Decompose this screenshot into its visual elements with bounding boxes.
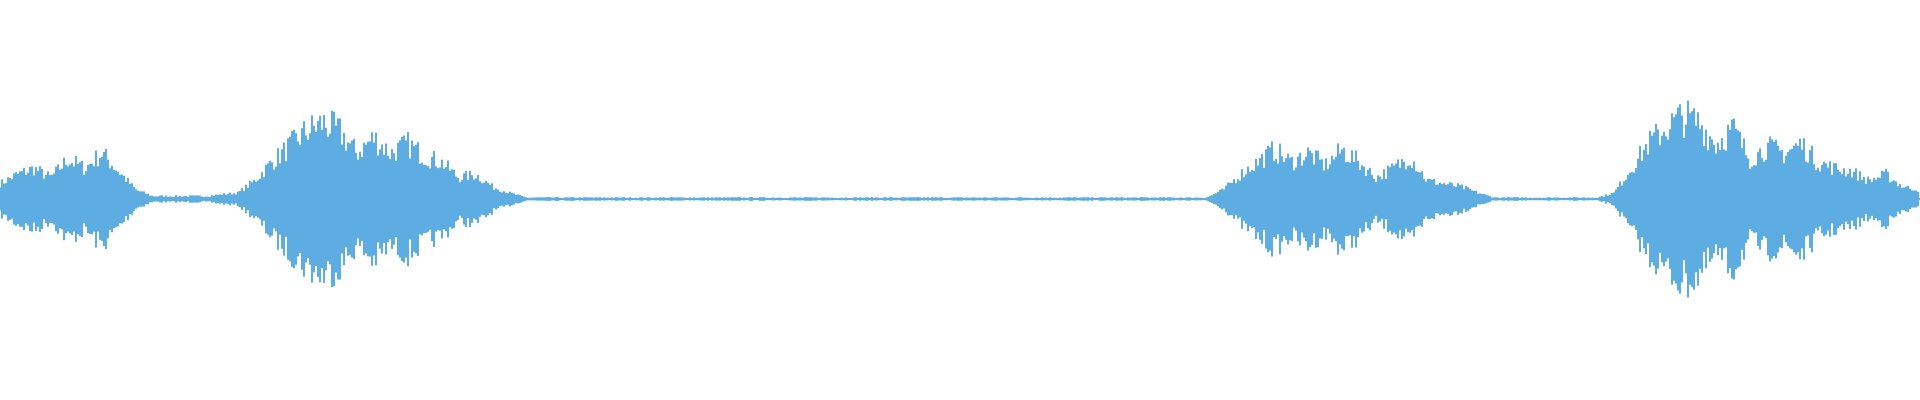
waveform-bars [0,100,1919,298]
